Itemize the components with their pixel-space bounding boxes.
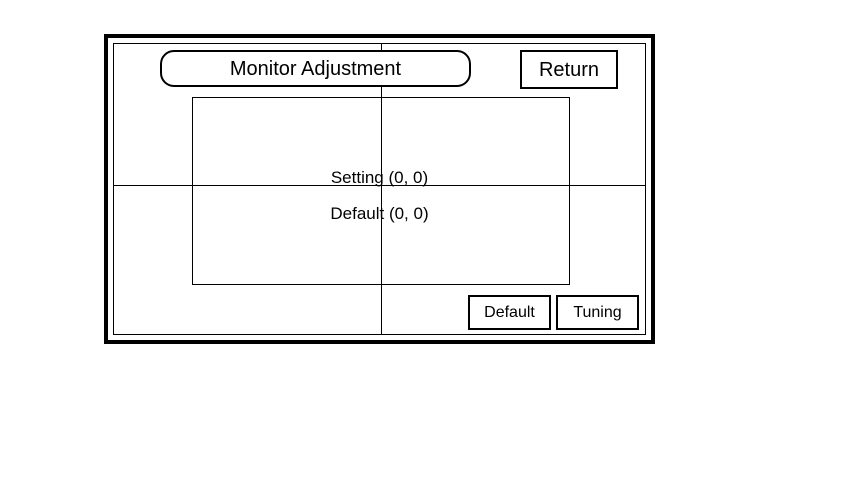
crosshair-vertical-line xyxy=(381,44,382,334)
default-readout: Default (0, 0) xyxy=(330,204,429,223)
return-button[interactable]: Return xyxy=(520,50,618,89)
setting-readout: Setting (0, 0) xyxy=(330,168,429,187)
crosshair-horizontal-line xyxy=(114,185,645,186)
adjustment-area-rectangle[interactable] xyxy=(192,97,570,285)
device-frame: Monitor Adjustment Return Setting (0, 0)… xyxy=(104,34,655,344)
title-button[interactable]: Monitor Adjustment xyxy=(160,50,471,87)
tuning-button[interactable]: Tuning xyxy=(556,295,639,330)
bottom-button-group: Default Tuning xyxy=(468,295,639,330)
monitor-screen: Monitor Adjustment Return Setting (0, 0)… xyxy=(113,43,646,335)
default-button[interactable]: Default xyxy=(468,295,551,330)
